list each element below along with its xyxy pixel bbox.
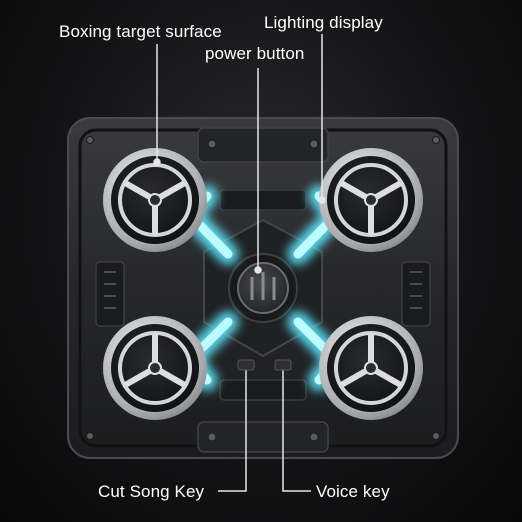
- cut-song-key[interactable]: [237, 359, 255, 371]
- target-pad-bottom-left[interactable]: [103, 316, 207, 420]
- power-button-label: power button: [205, 44, 305, 63]
- target-pad-bottom-right[interactable]: [319, 316, 423, 420]
- power-button[interactable]: [237, 262, 289, 314]
- target-pad-top-right[interactable]: [319, 148, 423, 252]
- cut-song-key-label: Cut Song Key: [98, 482, 205, 501]
- lighting-display-label: Lighting display: [264, 13, 383, 32]
- voice-key-label: Voice key: [316, 482, 390, 501]
- voice-key[interactable]: [274, 359, 292, 371]
- target-pad-top-left[interactable]: [103, 148, 207, 252]
- boxing-target-surface-label: Boxing target surface: [59, 22, 222, 41]
